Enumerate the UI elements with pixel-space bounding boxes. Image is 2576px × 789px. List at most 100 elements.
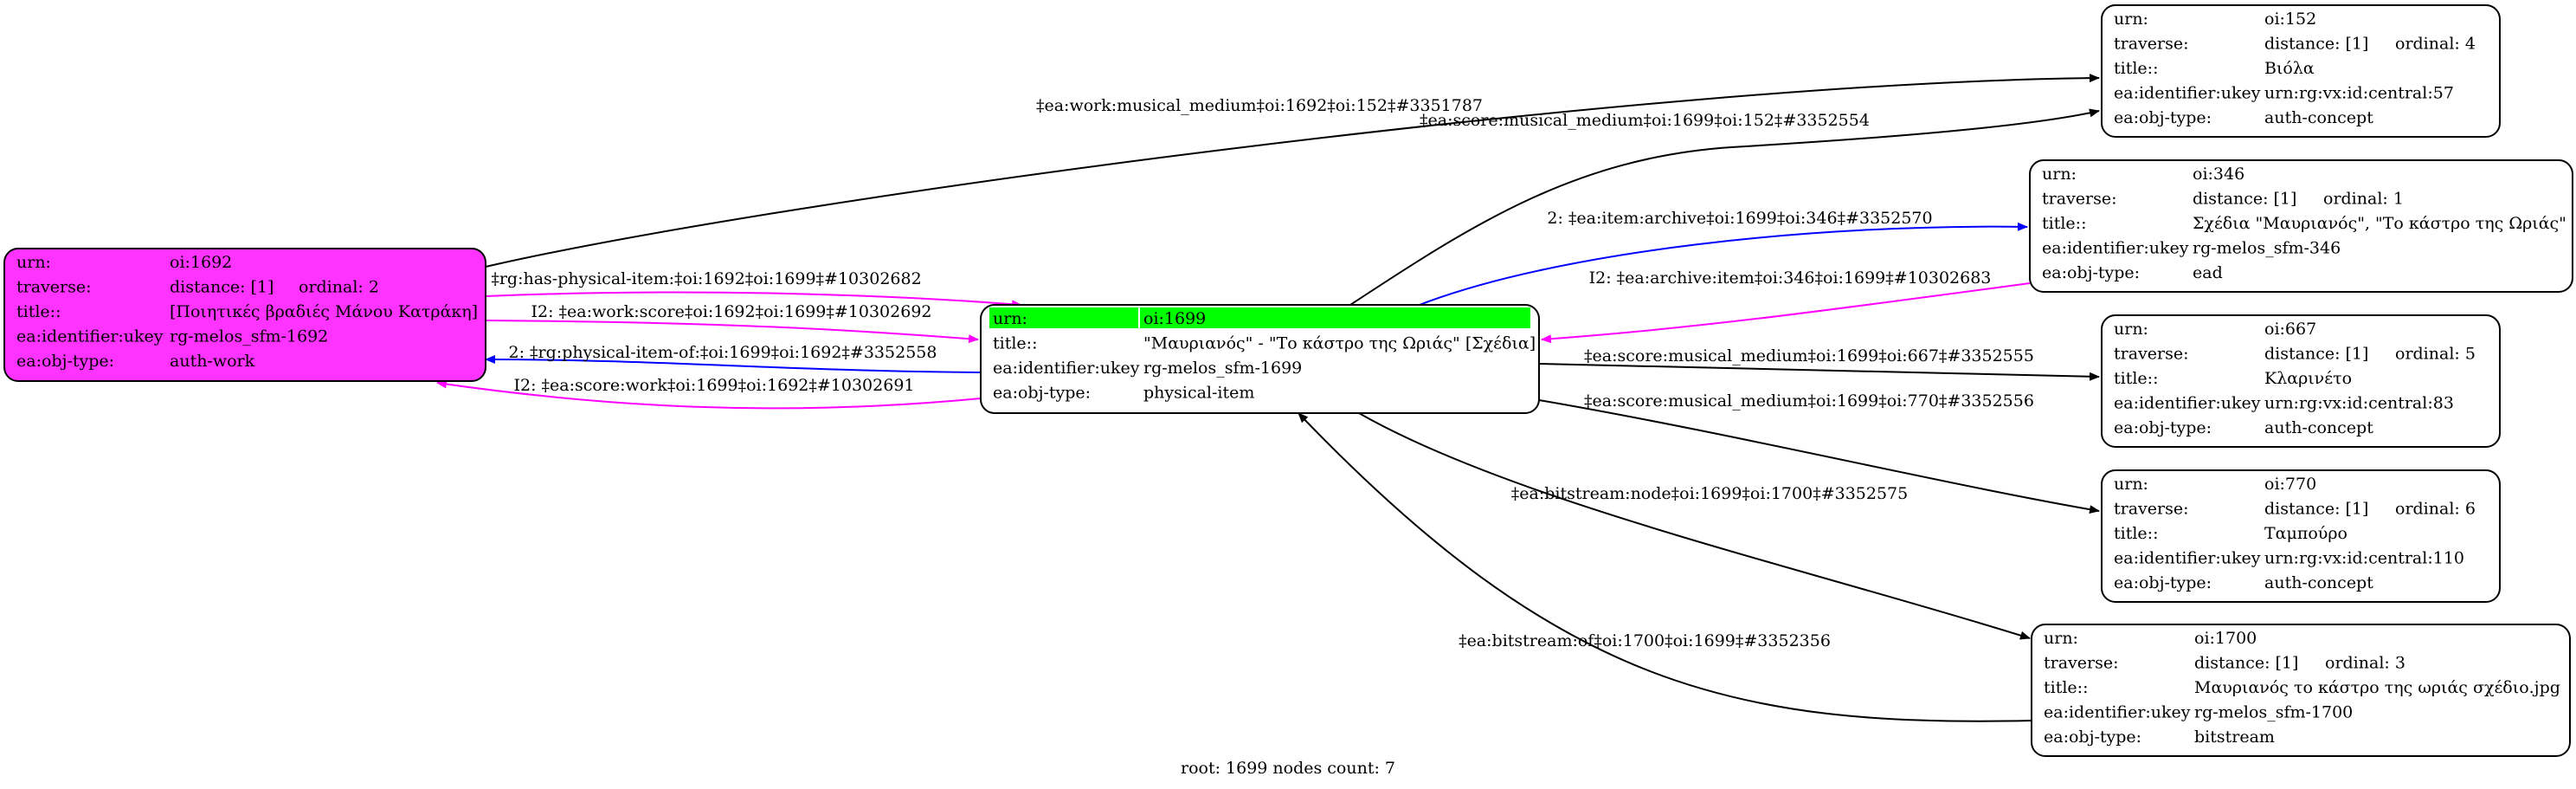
edge-e4: I2: ‡ea:archive:item‡oi:346‡oi:1699‡#103… bbox=[1541, 268, 2031, 344]
edge-label: I2: ‡rg:has-physical-item:‡oi:1692‡oi:16… bbox=[463, 269, 921, 288]
row-ordinal: ordinal: 4 bbox=[2395, 35, 2476, 54]
edge-label: ‡ea:bitstream:node‡oi:1699‡oi:1700‡#3352… bbox=[1511, 484, 1908, 503]
row-value: oi:770 bbox=[2264, 475, 2316, 494]
row-value: rg-melos_sfm-1699 bbox=[1143, 359, 1302, 378]
edge-e1: ‡ea:work:musical_medium‡oi:1692‡oi:152‡#… bbox=[485, 74, 2100, 268]
edge-line bbox=[1541, 282, 2031, 344]
row-value: urn:rg:vx:id:central:83 bbox=[2264, 394, 2454, 413]
row-ordinal: ordinal: 2 bbox=[299, 278, 379, 297]
edge-line bbox=[485, 355, 982, 373]
row-value: Βιόλα bbox=[2264, 59, 2315, 78]
node-box[interactable] bbox=[2031, 624, 2571, 757]
row-value: urn:rg:vx:id:central:110 bbox=[2264, 549, 2464, 568]
edge-line bbox=[1349, 108, 2100, 306]
row-value: ead bbox=[2193, 263, 2223, 282]
row-key: urn: bbox=[16, 253, 51, 272]
row-value: urn:rg:vx:id:central:57 bbox=[2264, 84, 2454, 103]
row-key: ea:obj-type: bbox=[2044, 728, 2141, 747]
row-value: Σχέδια "Μαυριανός", "Το κάστρο της Ωριάς… bbox=[2193, 214, 2566, 233]
node-box[interactable] bbox=[2101, 4, 2501, 138]
row-value: oi:152 bbox=[2264, 10, 2316, 29]
row-key: traverse: bbox=[2114, 345, 2189, 364]
row-key: title:: bbox=[2114, 59, 2158, 78]
row-value: distance: [1] bbox=[2264, 500, 2368, 519]
row-key: ea:identifier:ukey bbox=[993, 359, 1140, 378]
row-key: ea:identifier:ukey bbox=[2114, 549, 2261, 568]
row-key: ea:obj-type: bbox=[2114, 573, 2212, 592]
edge-line bbox=[1419, 222, 2028, 306]
edge-line bbox=[485, 74, 2100, 268]
row-value: [Ποιητικές βραδιές Μάνου Κατράκη] bbox=[170, 302, 478, 321]
row-value: rg-melos_sfm-1700 bbox=[2194, 703, 2353, 722]
edge-line bbox=[1358, 412, 2031, 640]
edge-line bbox=[485, 291, 1022, 309]
row-value: "Μαυριανός" - "Το κάστρο της Ωριάς" [Σχέ… bbox=[1143, 334, 1536, 353]
row-key: traverse: bbox=[2114, 35, 2189, 54]
row-value: Ταμπούρο bbox=[2264, 524, 2347, 543]
node-box[interactable] bbox=[2101, 469, 2501, 603]
row-key: traverse: bbox=[2042, 190, 2117, 209]
row-key: title:: bbox=[993, 334, 1037, 353]
row-key: ea:identifier:ukey bbox=[2042, 239, 2189, 258]
edge-e2: ‡ea:score:musical_medium‡oi:1699‡oi:152‡… bbox=[1349, 108, 2100, 306]
edge-line bbox=[1538, 363, 2100, 381]
row-value: rg-melos_sfm-346 bbox=[2193, 239, 2341, 258]
edge-e11: ‡ea:bitstream:node‡oi:1699‡oi:1700‡#3352… bbox=[1358, 412, 2031, 640]
row-value: auth-concept bbox=[2264, 418, 2373, 437]
node-box[interactable] bbox=[2101, 314, 2501, 448]
row-key: title:: bbox=[2114, 524, 2158, 543]
row-value: oi:346 bbox=[2193, 165, 2244, 184]
row-value: Κλαρινέτο bbox=[2264, 369, 2352, 388]
row-value: auth-concept bbox=[2264, 573, 2373, 592]
row-key: ea:obj-type: bbox=[993, 384, 1091, 403]
row-ordinal: ordinal: 6 bbox=[2395, 500, 2476, 519]
nodes: urn: oi:1692 traverse: distance: [1] ordinal… bbox=[3, 4, 2573, 757]
node-n770[interactable]: urn: oi:770 traverse: distance: [1] ordinal:… bbox=[2101, 469, 2501, 603]
edge-e6: I2: ‡ea:work:score‡oi:1692‡oi:1699‡#1030… bbox=[485, 302, 979, 344]
row-key: ea:obj-type: bbox=[16, 352, 114, 371]
row-key: urn: bbox=[993, 309, 1027, 328]
row-value: distance: [1] bbox=[2193, 190, 2296, 209]
row-key: title:: bbox=[2044, 678, 2088, 697]
node-box[interactable] bbox=[3, 248, 486, 382]
row-key: title:: bbox=[2042, 214, 2086, 233]
edge-label: ‡ea:score:musical_medium‡oi:1699‡oi:770‡… bbox=[1584, 391, 2034, 411]
row-value: oi:667 bbox=[2264, 320, 2316, 339]
row-key: urn: bbox=[2114, 10, 2148, 29]
row-value: bitstream bbox=[2194, 728, 2275, 747]
row-key: ea:obj-type: bbox=[2114, 108, 2212, 127]
row-value: oi:1700 bbox=[2194, 629, 2257, 648]
row-key: traverse: bbox=[2044, 654, 2119, 673]
edge-e3: 2: ‡ea:item:archive‡oi:1699‡oi:346‡#3352… bbox=[1419, 209, 2028, 306]
edge-e7: 2: ‡rg:physical-item-of:‡oi:1699‡oi:1692… bbox=[485, 343, 982, 373]
row-key: ea:identifier:ukey bbox=[2044, 703, 2191, 722]
row-value: oi:1692 bbox=[170, 253, 232, 272]
graph-footer: root: 1699 nodes count: 7 bbox=[1181, 759, 1395, 778]
row-value: oi:1699 bbox=[1143, 309, 1206, 328]
row-key: traverse: bbox=[16, 278, 92, 297]
row-key: ea:identifier:ukey bbox=[2114, 394, 2261, 413]
edge-line bbox=[485, 320, 979, 344]
node-box[interactable] bbox=[2029, 159, 2573, 293]
edge-e8: I2: ‡ea:score:work‡oi:1699‡oi:1692‡#1030… bbox=[436, 376, 982, 410]
node-box[interactable] bbox=[980, 304, 1540, 414]
row-ordinal: ordinal: 1 bbox=[2323, 190, 2404, 209]
row-value: distance: [1] bbox=[2264, 345, 2368, 364]
row-key: urn: bbox=[2044, 629, 2078, 648]
row-key: title:: bbox=[16, 302, 61, 321]
row-value: rg-melos_sfm-1692 bbox=[170, 327, 328, 346]
edge-label: ‡ea:bitstream:of‡oi:1700‡oi:1699‡#335235… bbox=[1459, 631, 1831, 650]
edge-e12: ‡ea:bitstream:of‡oi:1700‡oi:1699‡#335235… bbox=[1298, 412, 2032, 722]
row-key: urn: bbox=[2114, 475, 2148, 494]
edge-label: ‡ea:score:musical_medium‡oi:1699‡oi:667‡… bbox=[1584, 346, 2034, 365]
row-key: traverse: bbox=[2114, 500, 2189, 519]
row-key: title:: bbox=[2114, 369, 2158, 388]
edge-label: 2: ‡rg:physical-item-of:‡oi:1699‡oi:1692… bbox=[509, 343, 937, 362]
